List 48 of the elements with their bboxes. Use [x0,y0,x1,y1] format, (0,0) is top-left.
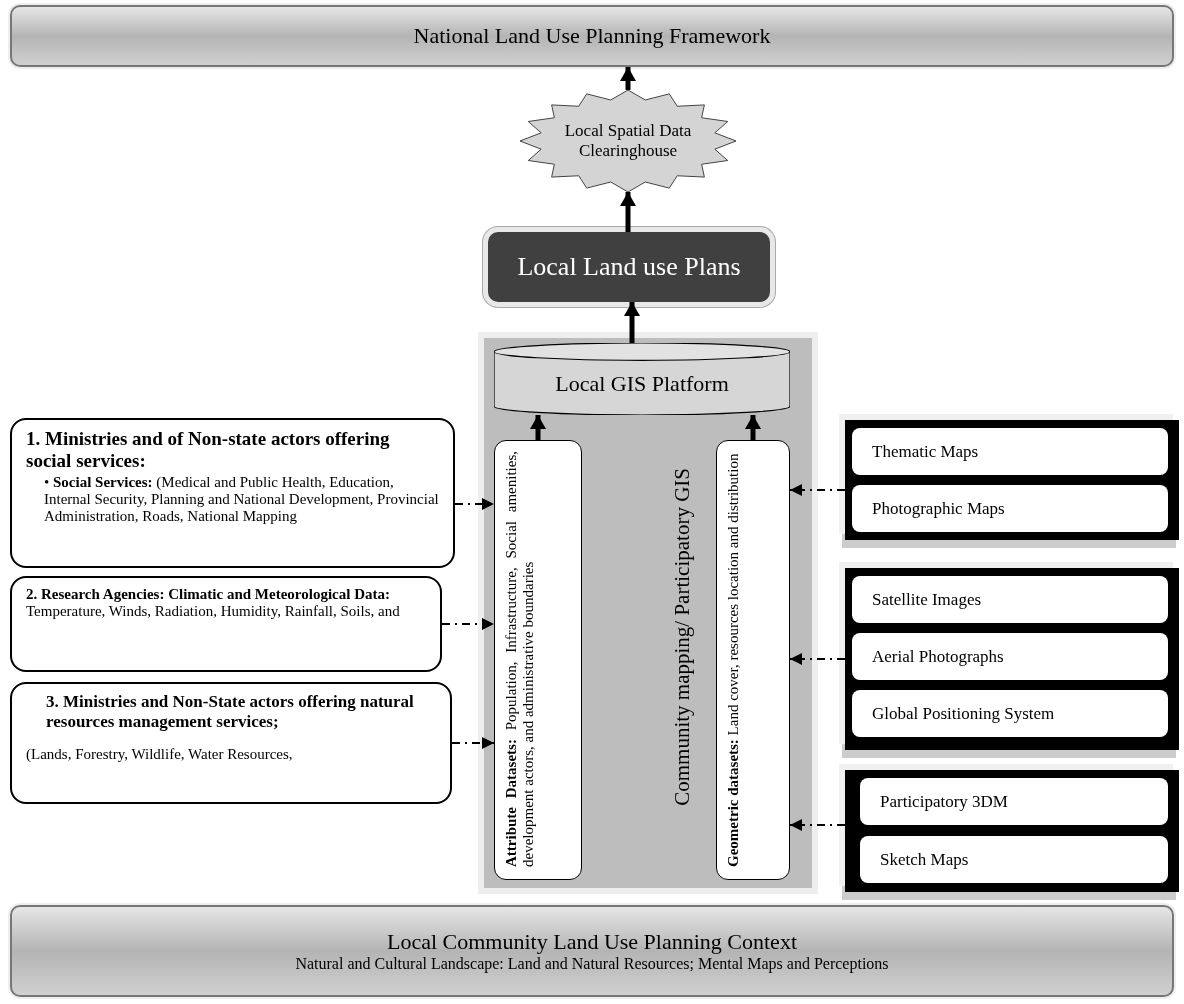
vertical-label: Community mapping/ Participatory GIS [670,468,695,806]
dataset-text: Geometric datasets: Land cover, resources location and distribution [725,452,742,867]
arrow [441,618,495,630]
arrow [789,653,846,665]
arrow [789,484,846,496]
map-source-box [852,690,1168,737]
heading-text: 1. Ministries and of Non-state actors offering social services: [26,428,391,472]
node-label: Local Land use Plans [517,252,741,282]
database-cylinder [494,343,790,415]
description-text: • Social Services: (Medical and Public Health, Education, Internal Security, Planning and National Development, Provincial Administration, Roads, National Mapping [43,474,439,525]
heading-text: 2. Research Agencies: Climatic and Meteorological Data: Temperature, Winds, Radiation, Humidity, Rainfall, Soils, and [26,586,401,620]
source-box [10,418,455,568]
source-box [10,576,442,672]
banner-box [10,5,1174,67]
source-box [10,682,452,804]
clearinghouse-star [520,90,736,192]
map-source-box [852,485,1168,532]
node-label: Aerial Photographs [872,646,1004,667]
arrow [530,415,546,440]
arrow [624,302,640,343]
heading-text: 3. Ministries and Non-State actors offering natural resources management services; [45,692,415,732]
dataset-text: Attribute Datasets: Population, Infrastructure, Social amenities, development actors, and administrative boundaries [503,451,537,867]
node-label: Participatory 3DM [880,791,1008,812]
node-label: Global Positioning System [872,703,1055,724]
node-label: Thematic Maps [872,441,979,462]
dataset-box [716,440,790,880]
arrow [454,498,495,510]
title-text: National Land Use Planning Framework [413,23,771,49]
arrow [620,192,636,232]
banner-box [10,905,1174,997]
arrow [451,737,495,749]
node-label: Satellite Images [872,589,982,610]
map-source-box [852,576,1168,623]
node-label: Sketch Maps [880,849,969,870]
description-text: (Lands, Forestry, Wildlife, Water Resources, [26,746,294,763]
map-source-box [860,778,1168,825]
dataset-box [494,440,582,880]
map-source-box [852,428,1168,475]
arrow [745,415,761,440]
arrow [620,67,636,90]
arrow [789,819,846,831]
map-source-box [852,633,1168,680]
subtitle-text: Natural and Cultural Landscape: Land and Natural Resources; Mental Maps and Perceptions [295,955,889,973]
title-text: Local Community Land Use Planning Context [387,929,797,955]
map-source-box [860,836,1168,883]
node-label: Local Spatial Data Clearinghouse [563,121,693,161]
node-label: Local GIS Platform [555,371,729,397]
node-label: Photographic Maps [872,498,1005,519]
